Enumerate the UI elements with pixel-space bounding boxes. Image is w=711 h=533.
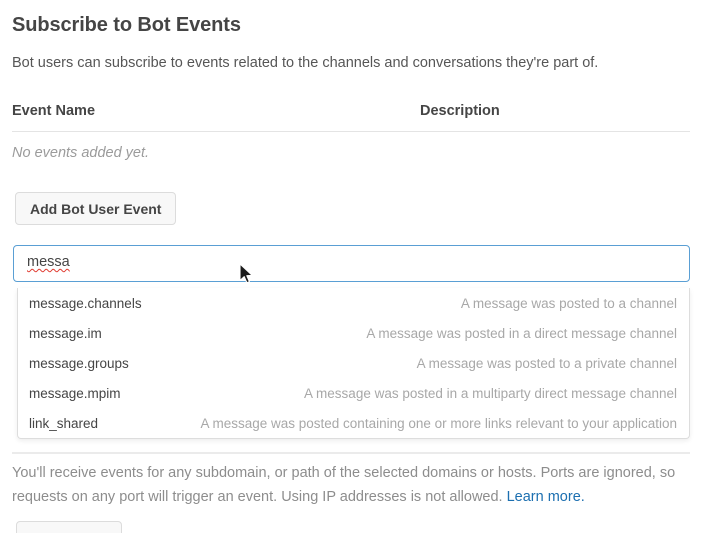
column-header-event-name: Event Name: [12, 103, 96, 119]
suggestion-description: A message was posted to a private channe…: [416, 355, 677, 371]
page-title: Subscribe to Bot Events: [12, 14, 241, 36]
list-item[interactable]: message.mpim A message was posted in a m…: [18, 378, 689, 408]
suggestion-description: A message was posted in a direct message…: [366, 325, 677, 341]
footer-divider: [12, 452, 690, 454]
column-header-description: Description: [420, 103, 500, 119]
suggestion-name: link_shared: [29, 415, 99, 431]
list-item[interactable]: link_shared A message was posted contain…: [18, 408, 689, 438]
footer-note-text: You'll receive events for any subdomain,…: [12, 465, 676, 505]
suggestion-name: message.channels: [29, 295, 142, 311]
add-bot-user-event-button[interactable]: Add Bot User Event: [15, 192, 177, 225]
learn-more-link[interactable]: Learn more.: [506, 489, 585, 505]
suggestion-name: message.groups: [29, 355, 129, 371]
event-suggestions-dropdown[interactable]: message.channels A message was posted to…: [17, 288, 690, 439]
suggestion-description: A message was posted to a channel: [460, 295, 677, 311]
suggestion-name: message.mpim: [29, 385, 121, 401]
table-header-divider: [12, 131, 690, 132]
suggestion-description: A message was posted containing one or m…: [200, 415, 677, 431]
list-item[interactable]: message.groups A message was posted to a…: [18, 348, 689, 378]
list-item[interactable]: message.channels A message was posted to…: [18, 288, 689, 318]
events-table-empty-message: No events added yet.: [12, 145, 150, 161]
footer-action-button[interactable]: [16, 521, 122, 533]
events-table-header: Event Name Description: [12, 103, 690, 125]
event-search-input[interactable]: [13, 245, 690, 282]
list-item[interactable]: message.im A message was posted in a dir…: [18, 318, 689, 348]
suggestion-description: A message was posted in a multiparty dir…: [304, 385, 677, 401]
footer-note: You'll receive events for any subdomain,…: [12, 461, 684, 509]
suggestion-name: message.im: [29, 325, 102, 341]
page-subtitle: Bot users can subscribe to events relate…: [12, 55, 599, 71]
